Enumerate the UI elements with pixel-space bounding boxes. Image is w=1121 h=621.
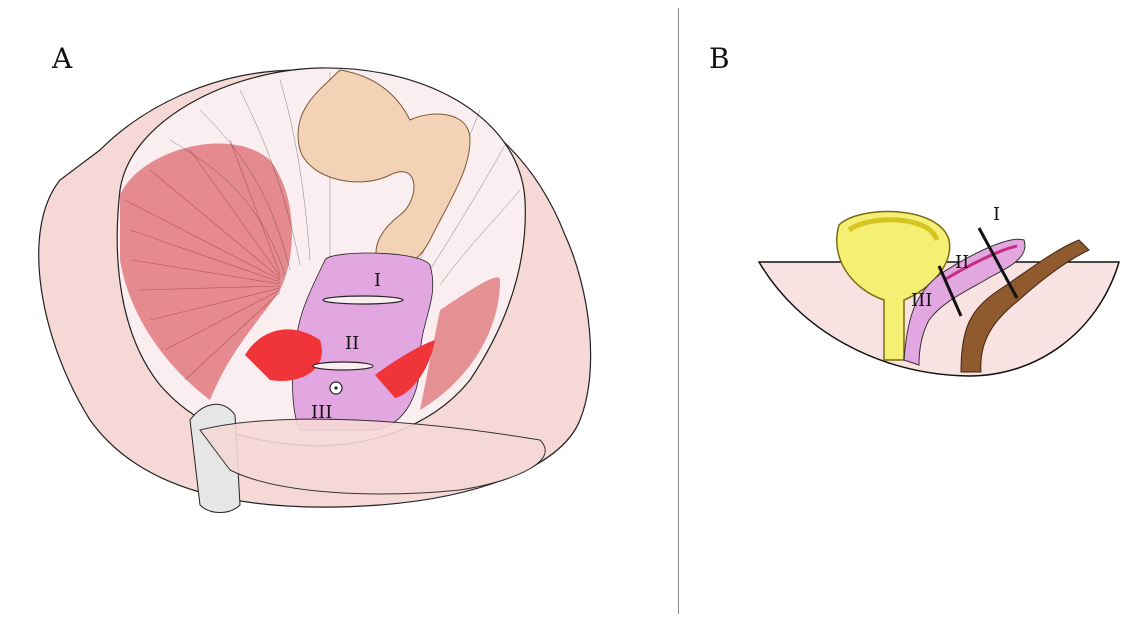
b-label-level-i: I: [993, 204, 1000, 225]
b-label-level-iii: III: [911, 290, 932, 311]
pelvic-floor-illustration: I II III: [0, 0, 678, 621]
panel-b: B I II III: [679, 0, 1121, 621]
b-label-level-ii: II: [955, 252, 969, 273]
sagittal-section-illustration: I II III: [679, 0, 1121, 621]
label-level-ii: II: [345, 333, 359, 354]
panel-a: A: [0, 0, 678, 621]
label-level-i: I: [374, 270, 381, 291]
label-level-iii: III: [311, 402, 332, 423]
